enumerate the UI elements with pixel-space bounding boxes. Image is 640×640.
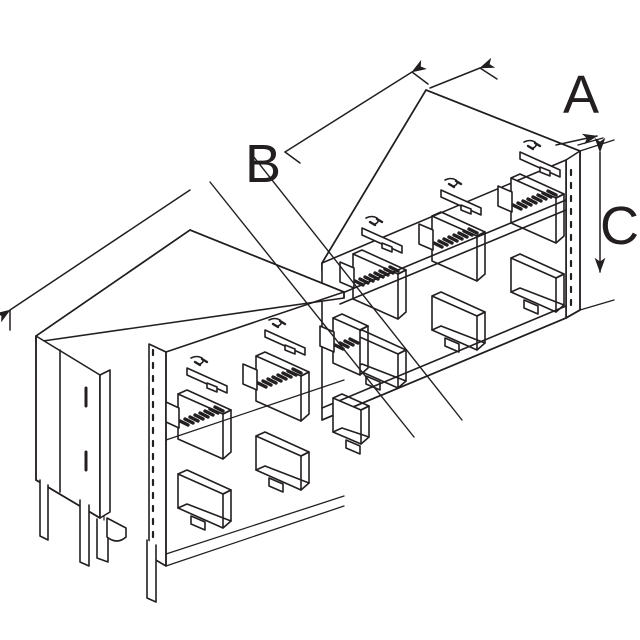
lower-housing-bottom-rails: [165, 379, 345, 567]
upper-port-bottom-right: [510, 253, 565, 315]
lower-housing-inner-wall: [84, 369, 111, 519]
dimension-label-C: C: [600, 196, 639, 256]
upper-housing-right-panel: [565, 150, 581, 319]
lower-housing-front-face: [148, 291, 345, 567]
dimension-label-B: B: [245, 134, 281, 194]
lower-connector-assembly: [35, 229, 370, 603]
pcb-mounting-pins: [39, 479, 157, 603]
upper-connector-assembly: [321, 89, 581, 421]
lower-port-bottom-middle: [255, 431, 310, 493]
dimension-line-A-extension: [555, 133, 604, 146]
dimension-line-C: [579, 137, 615, 311]
upper-port-top-left: [339, 215, 407, 320]
upper-port-top-middle: [418, 177, 486, 282]
lower-port-top-middle: [242, 317, 310, 422]
upper-port-top-right: [497, 139, 565, 244]
dimension-extension-lines: [209, 155, 463, 438]
dimension-line-B-lower: [0, 189, 191, 331]
lower-port-bottom-right: [332, 393, 370, 455]
upper-port-bottom-middle: [431, 291, 486, 353]
lower-housing-top-face: [35, 229, 345, 343]
board-standoff-boss: [106, 517, 127, 542]
dimension-line-A: [429, 57, 498, 89]
lower-port-top-left: [165, 355, 232, 460]
lower-port-bottom-left: [177, 469, 232, 531]
dimension-label-A: A: [563, 65, 599, 125]
dimension-line-B: [284, 59, 429, 164]
